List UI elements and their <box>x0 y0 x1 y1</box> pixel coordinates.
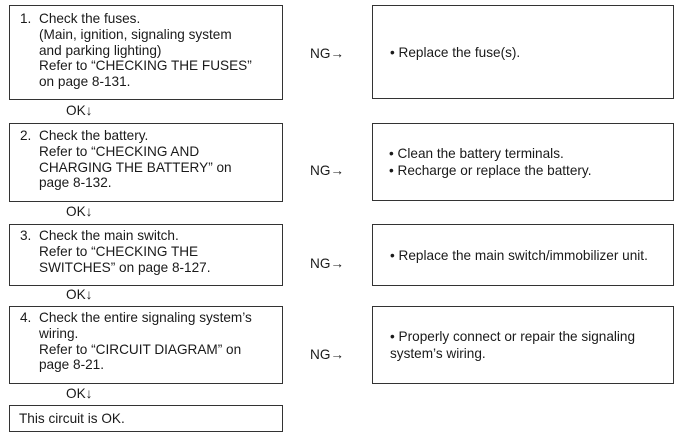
step-1-action-item: Replace the fuse(s). <box>390 44 521 61</box>
step-2-action-item-2: Recharge or replace the battery. <box>389 162 592 179</box>
step-3-ok-label: OK↓ <box>66 287 93 302</box>
step-1-number: 1. <box>20 11 32 26</box>
step-3-box: 3. Check the main switch. Refer to “CHEC… <box>9 224 283 286</box>
step-4-action-list: Properly connect or repair the signaling… <box>390 328 635 362</box>
step-4-number: 4. <box>20 310 32 325</box>
step-1-action-list: Replace the fuse(s). <box>390 44 521 61</box>
step-4-ng-label: NG→ <box>310 347 344 362</box>
step-1-action-box: Replace the fuse(s). <box>372 5 674 99</box>
step-3-action-list: Replace the main switch/immobilizer unit… <box>390 247 648 264</box>
step-4-action-box: Properly connect or repair the signaling… <box>372 306 674 384</box>
step-1-text: Check the fuses. (Main, ignition, signal… <box>39 11 252 90</box>
step-3-text: Check the main switch. Refer to “CHECKIN… <box>39 228 211 275</box>
step-4-ok-label: OK↓ <box>66 386 93 401</box>
step-4-box: 4. Check the entire signaling system’s w… <box>9 306 283 384</box>
step-3-action-item: Replace the main switch/immobilizer unit… <box>390 247 648 264</box>
step-2-action-item-1: Clean the battery terminals. <box>389 145 592 162</box>
step-2-ng-label: NG→ <box>310 163 344 178</box>
step-3-number: 3. <box>20 228 32 243</box>
step-2-box: 2. Check the battery. Refer to “CHECKING… <box>9 123 283 202</box>
step-1-ng-label: NG→ <box>310 46 344 61</box>
step-4-text: Check the entire signaling system’s wiri… <box>39 310 252 373</box>
step-3-ng-label: NG→ <box>310 256 344 271</box>
step-1-box: 1. Check the fuses. (Main, ignition, sig… <box>9 5 283 100</box>
step-2-ok-label: OK↓ <box>66 204 93 219</box>
step-4-action-item: Properly connect or repair the signaling… <box>390 328 635 362</box>
step-2-number: 2. <box>20 128 32 143</box>
step-2-text: Check the battery. Refer to “CHECKING AN… <box>39 128 232 191</box>
step-2-action-box: Clean the battery terminals. Recharge or… <box>372 123 674 201</box>
step-2-action-list: Clean the battery terminals. Recharge or… <box>389 145 592 179</box>
step-1-ok-label: OK↓ <box>66 103 93 118</box>
step-3-action-box: Replace the main switch/immobilizer unit… <box>372 224 674 286</box>
final-result-text: This circuit is OK. <box>19 411 125 426</box>
final-result-box: This circuit is OK. <box>9 405 283 432</box>
